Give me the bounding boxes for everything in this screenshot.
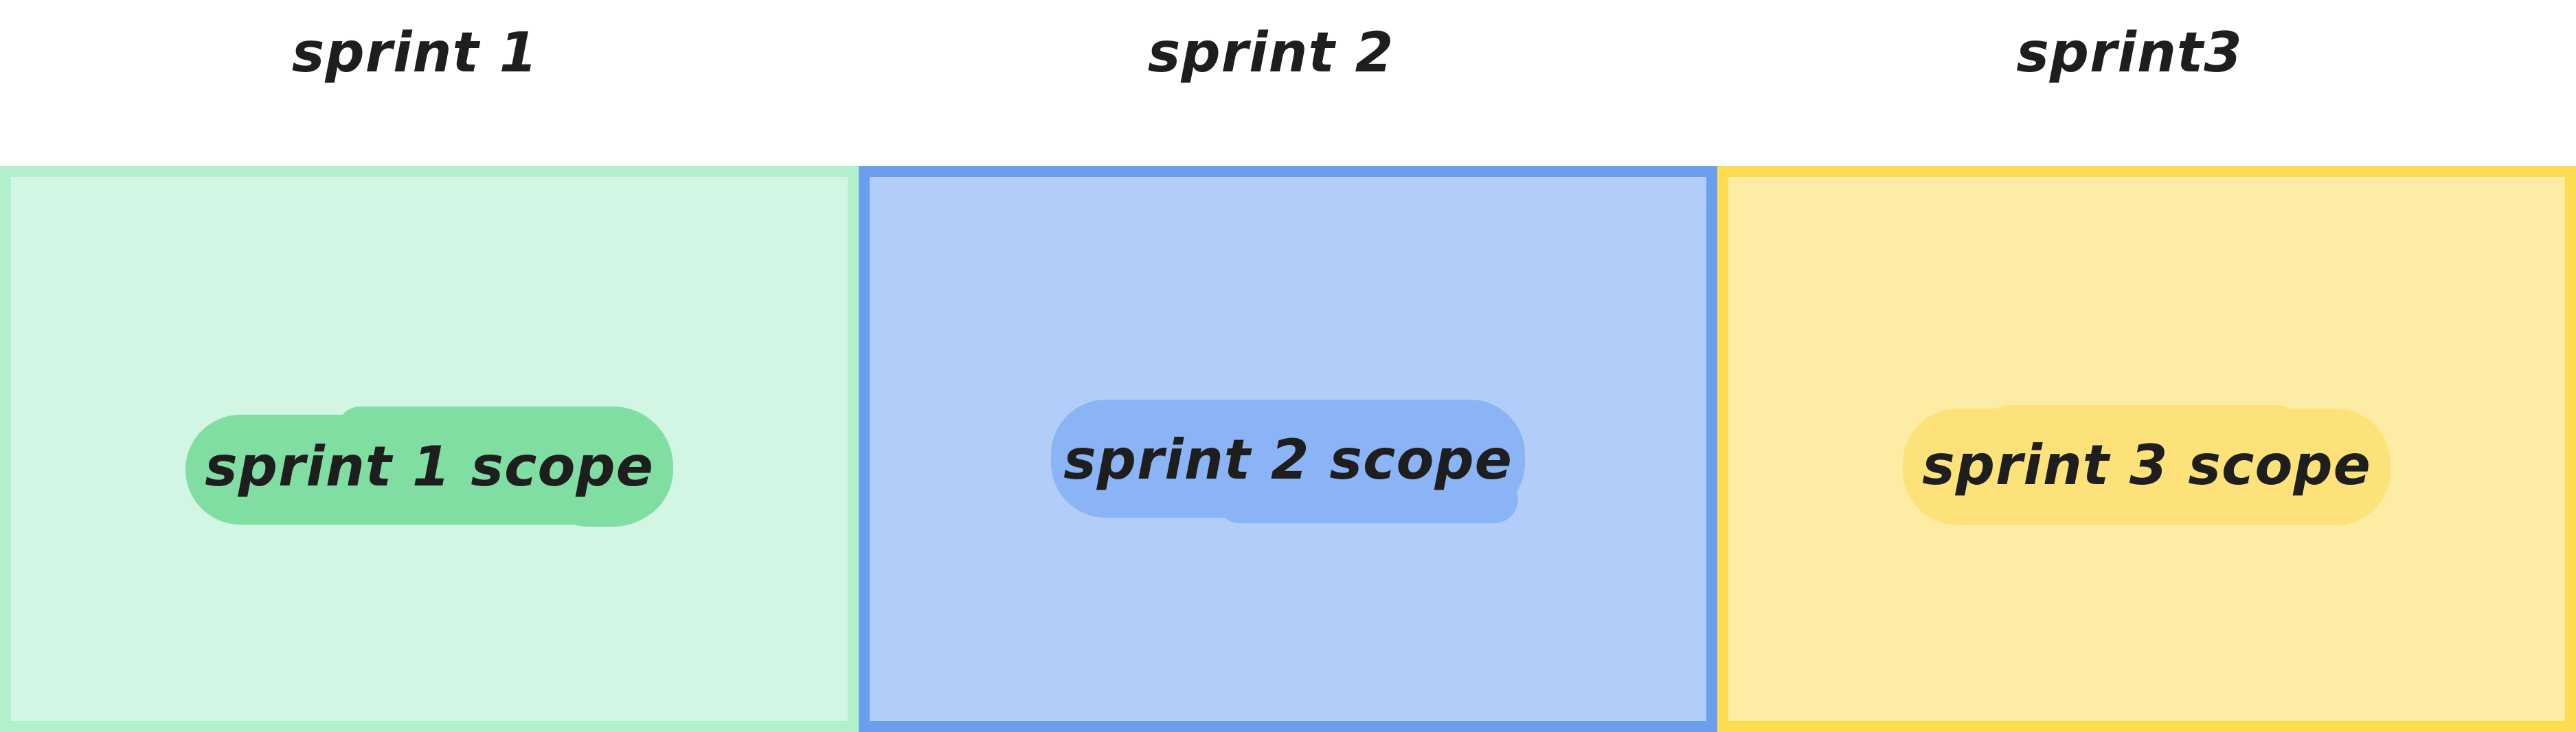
sprint-1-scope-label: sprint 1 scope [205, 435, 654, 499]
sprint-3-scope-sticker[interactable]: sprint 3 scope [1903, 405, 2391, 525]
sprint-3-scope-label: sprint 3 scope [1922, 433, 2371, 497]
sprint-2-scope-label: sprint 2 scope [1063, 428, 1513, 492]
sprint-1-scope-sticker[interactable]: sprint 1 scope [185, 407, 673, 527]
sprint-2-scope-sticker[interactable]: sprint 2 scope [1051, 400, 1525, 523]
sprint-1-title[interactable]: sprint 1 [291, 21, 539, 84]
sprint-2-title[interactable]: sprint 2 [1147, 21, 1394, 84]
sprint-3-title[interactable]: sprint3 [2016, 21, 2243, 84]
